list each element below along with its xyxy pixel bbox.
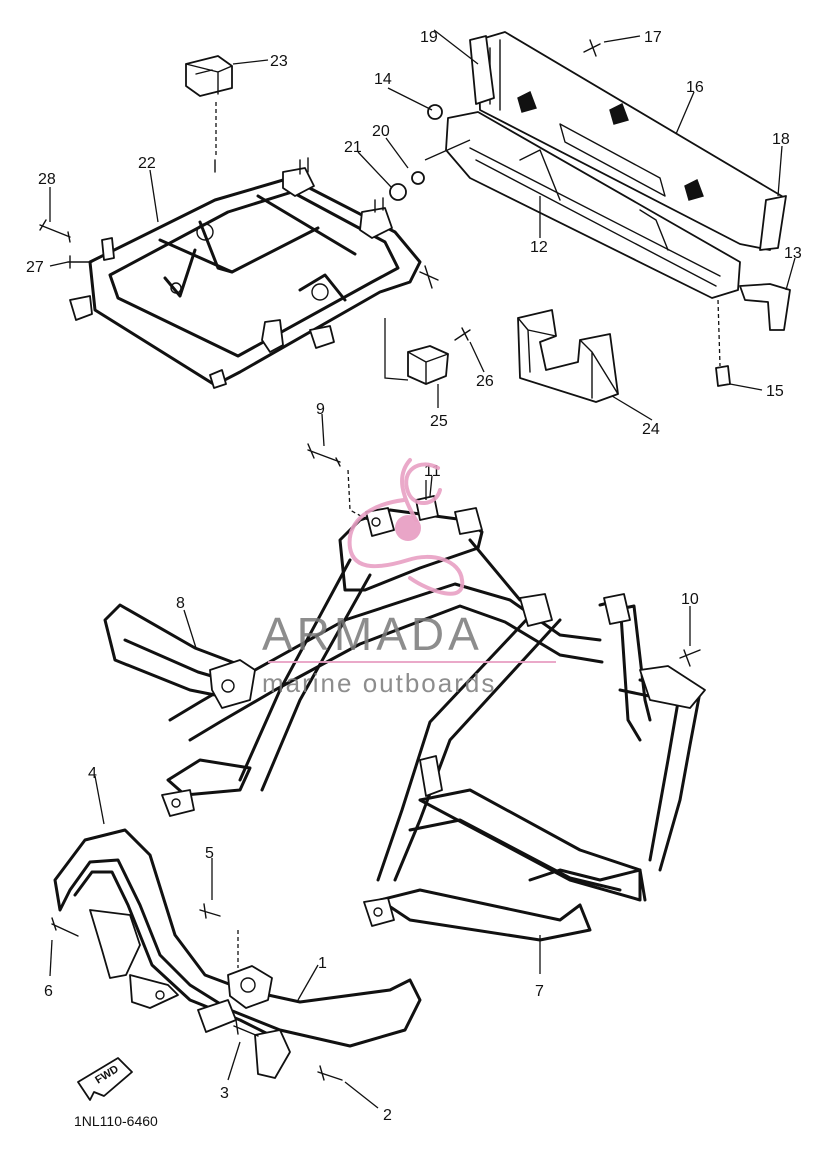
callout-24: 24 <box>642 421 660 438</box>
callout-28: 28 <box>38 171 56 188</box>
upper-frame <box>69 157 439 389</box>
watermark-tagline: marine outboards <box>262 668 496 698</box>
watermark-logo-swirl <box>347 458 465 596</box>
callout-18: 18 <box>772 131 790 148</box>
callout-14: 14 <box>374 71 392 88</box>
callout-10: 10 <box>681 591 699 608</box>
mount-rail <box>445 111 791 367</box>
callout-22: 22 <box>138 155 156 172</box>
callout-26: 26 <box>476 373 494 390</box>
callout-12: 12 <box>530 239 548 256</box>
callout-6: 6 <box>44 983 53 1000</box>
bolts-27-28 <box>39 219 93 269</box>
armada-watermark: ARMADA marine outboards <box>262 458 556 698</box>
callout-numbers: 1 2 3 4 5 6 7 8 9 10 11 12 13 14 15 16 1… <box>26 29 802 1124</box>
callout-5: 5 <box>205 845 214 862</box>
callout-leaders <box>49 29 796 1109</box>
callout-7: 7 <box>535 983 544 1000</box>
washers-14-20-21 <box>389 104 471 201</box>
rubber-cap <box>185 55 233 156</box>
callout-8: 8 <box>176 595 185 612</box>
callout-27: 27 <box>26 259 44 276</box>
callout-9: 9 <box>316 401 325 418</box>
callout-3: 3 <box>220 1085 229 1102</box>
callout-15: 15 <box>766 383 784 400</box>
main-frame <box>103 469 706 942</box>
callout-17: 17 <box>644 29 662 46</box>
front-bumper <box>51 828 422 1081</box>
small-damper <box>384 318 449 385</box>
callout-16: 16 <box>686 79 704 96</box>
watermark-brand: ARMADA <box>262 608 483 660</box>
callout-19: 19 <box>420 29 438 46</box>
callout-1: 1 <box>318 955 327 972</box>
cover-panel <box>469 31 787 251</box>
bracket-block <box>517 309 619 403</box>
callout-2: 2 <box>383 1107 392 1124</box>
callout-23: 23 <box>270 53 288 70</box>
callout-21: 21 <box>344 139 362 156</box>
callout-20: 20 <box>372 123 390 140</box>
watermark-logo-dot <box>395 515 421 541</box>
callout-25: 25 <box>430 413 448 430</box>
screw-26 <box>454 327 471 341</box>
diagram-code: 1NL110-6460 <box>74 1113 158 1129</box>
forward-direction-marker: FWD <box>77 1057 133 1101</box>
bolts-9-10 <box>307 443 701 667</box>
callout-4: 4 <box>88 765 97 782</box>
callout-13: 13 <box>784 245 802 262</box>
